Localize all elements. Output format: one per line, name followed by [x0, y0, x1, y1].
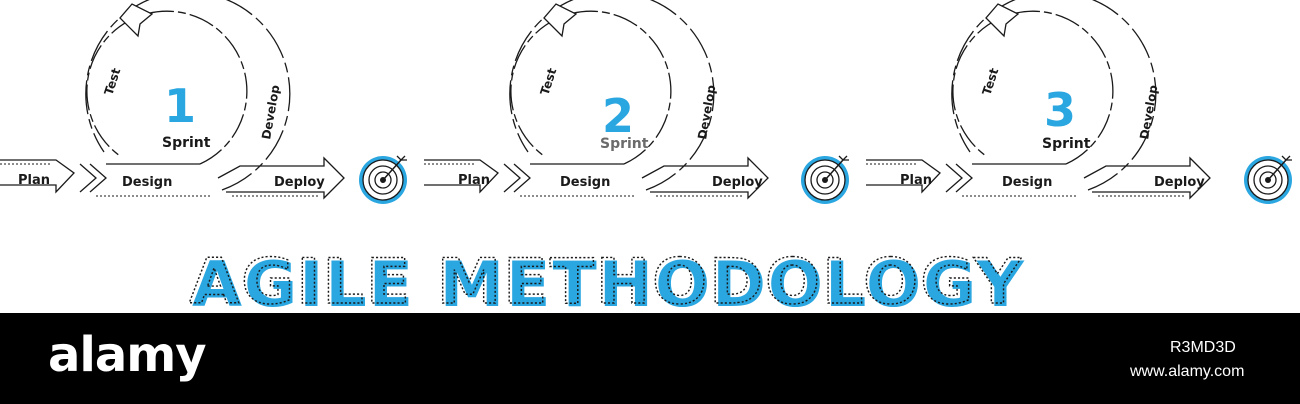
sprint-3: Plan Design Deploy Test Develop 3 Sprint: [865, 0, 1293, 205]
deploy-label: Deploy: [274, 175, 325, 190]
target-icon: [1243, 155, 1293, 205]
deploy-label: Deploy: [712, 175, 763, 190]
sprint-number: 2: [602, 89, 634, 143]
image-id: R3MD3D: [1170, 339, 1236, 356]
sprint-1: Plan Design Deploy Test Develop 1 Sprint: [0, 0, 408, 205]
sprint-label: Sprint: [1042, 136, 1091, 152]
site-url: www.alamy.com: [1130, 363, 1245, 380]
plan-label: Plan: [458, 173, 490, 188]
develop-label: Develop: [695, 84, 718, 141]
deploy-label: Deploy: [1154, 175, 1205, 190]
sprint-2: Plan Design Deploy Test Develop 2 Sprint: [423, 0, 850, 205]
design-label: Design: [1002, 175, 1052, 190]
agile-diagram: Plan Design Deploy Test Develop 1 Sprint…: [0, 0, 1293, 312]
target-icon: [358, 155, 408, 205]
watermark-footer: alamy R3MD3D www.alamy.com: [0, 313, 1300, 404]
page-title-outline: AGILE METHODOLOGY: [189, 245, 1023, 312]
sprint-number: 1: [164, 79, 196, 133]
sprint-label: Sprint: [600, 136, 649, 152]
design-label: Design: [122, 175, 172, 190]
plan-label: Plan: [900, 173, 932, 188]
test-label: Test: [102, 66, 124, 97]
target-icon: [800, 155, 850, 205]
brand-logo: alamy: [48, 327, 207, 383]
test-label: Test: [538, 66, 560, 97]
page-title: AGILE METHODOLOGY: [192, 248, 1026, 312]
plan-label: Plan: [18, 173, 50, 188]
sprint-label: Sprint: [162, 135, 211, 151]
develop-label: Develop: [1137, 84, 1160, 141]
test-label: Test: [980, 66, 1002, 97]
develop-label: Develop: [259, 84, 282, 141]
design-label: Design: [560, 175, 610, 190]
sprint-number: 3: [1044, 83, 1076, 137]
